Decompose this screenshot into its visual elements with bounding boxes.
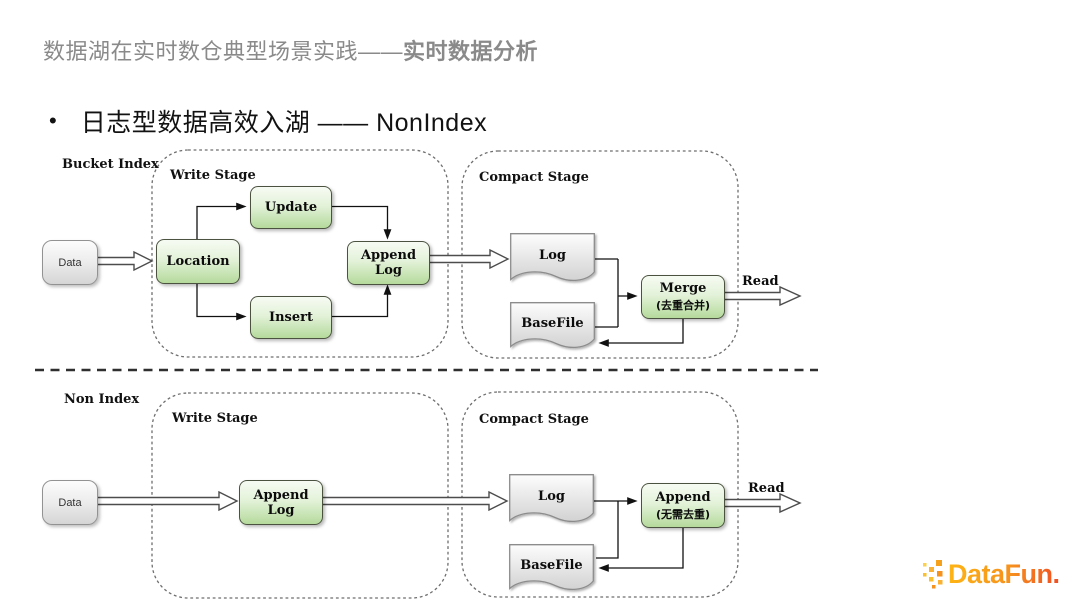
bucket-index-label: Bucket Index	[62, 157, 159, 172]
slide-title-prefix: 数据湖在实时数仓典型场景实践——	[43, 39, 404, 64]
connector-insert-appendlog	[330, 284, 392, 318]
location-node: Location	[156, 239, 240, 284]
append-node-label: Append	[655, 489, 711, 505]
connector-merge-basefile	[598, 317, 684, 347]
block-arrow-appendlog-log	[427, 248, 510, 270]
block-arrow-data-location	[95, 250, 154, 272]
write-stage-top-label: Write Stage	[170, 168, 256, 183]
append-log-node-top: Append Log	[347, 241, 430, 285]
connector-location-insert	[196, 282, 247, 321]
append-node: Append (无需去重)	[641, 483, 725, 528]
basefile-label-bottom: BaseFile	[520, 558, 583, 573]
data-node-bottom: Data	[42, 480, 98, 525]
datafun-logo-dots-icon	[923, 560, 943, 589]
compact-stage-bottom-label: Compact Stage	[479, 412, 589, 427]
slide-title: 数据湖在实时数仓典型场景实践——实时数据分析	[43, 34, 538, 66]
insert-node: Insert	[250, 296, 332, 339]
connector-junction-basefile	[596, 501, 619, 559]
datafun-logo-text: DataFun.	[948, 558, 1060, 589]
slide-title-emphasis: 实时数据分析	[403, 39, 539, 64]
connector-append-basefile	[598, 526, 684, 572]
block-arrow-merge-read	[722, 285, 802, 307]
merge-node-label: Merge	[659, 281, 707, 296]
read-label-bottom: Read	[748, 481, 785, 496]
update-node: Update	[250, 186, 332, 229]
block-arrow-appendlog-log-bottom	[320, 490, 509, 512]
append-log-node-bottom: Append Log	[239, 480, 323, 525]
data-node-top: Data	[42, 240, 98, 285]
connector-location-update	[196, 202, 247, 239]
log-label-top: Log	[539, 248, 566, 263]
block-arrow-data-appendlog	[95, 490, 239, 512]
bullet-text: 日志型数据高效入湖 —— NonIndex	[80, 109, 488, 137]
non-index-label: Non Index	[64, 392, 140, 407]
connector-update-appendlog	[330, 205, 392, 240]
bullet-line: • 日志型数据高效入湖 —— NonIndex	[49, 103, 487, 139]
block-arrow-append-read	[722, 492, 802, 514]
merge-node-sublabel: (去重合并)	[655, 299, 711, 312]
log-label-bottom: Log	[538, 489, 565, 504]
read-label-top: Read	[742, 274, 779, 289]
bullet-marker: •	[49, 108, 57, 133]
compact-stage-top-label: Compact Stage	[479, 170, 589, 185]
write-stage-bottom-label: Write Stage	[172, 411, 258, 426]
basefile-label-top: BaseFile	[521, 316, 584, 331]
datafun-logo: DataFun.	[922, 556, 1060, 592]
merge-node: Merge (去重合并)	[641, 275, 725, 319]
append-node-sublabel: (无需去重)	[655, 507, 711, 521]
